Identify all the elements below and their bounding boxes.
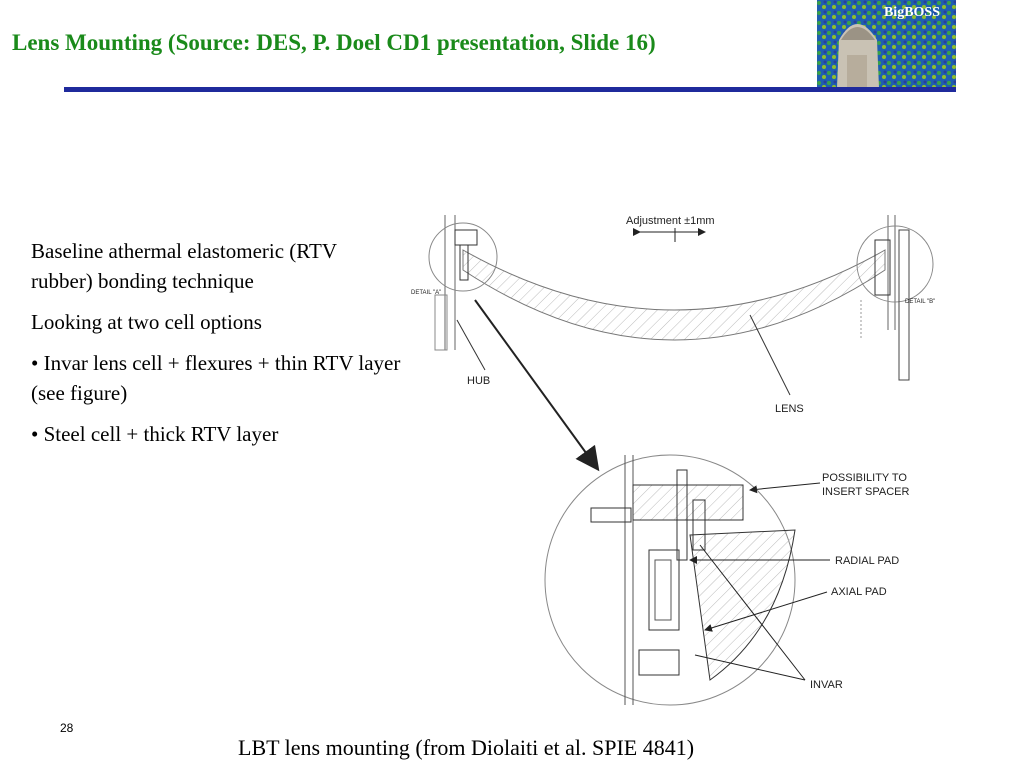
lens-mount-diagram: Adjustment ±1mm DETAIL "A" DETAIL "B" HU… — [405, 200, 965, 710]
detail-a-label: DETAIL "A" — [411, 290, 441, 296]
slide-title: Lens Mounting (Source: DES, P. Doel CD1 … — [12, 30, 656, 55]
invar-label: INVAR — [810, 679, 843, 691]
axial-pad-label: AXIAL PAD — [831, 586, 887, 598]
slide-number: 28 — [60, 721, 74, 735]
bullet-list: Baseline athermal elastomeric (RTV rubbe… — [31, 236, 401, 460]
bigboss-logo: BigBOSS — [817, 0, 956, 88]
spacer-label-line1: POSSIBILITY TO — [822, 472, 907, 484]
adjustment-label: Adjustment ±1mm — [626, 215, 715, 227]
bullet-item: Looking at two cell options — [31, 310, 262, 334]
bullet-item: • Steel cell + thick RTV layer — [31, 422, 279, 446]
figure-caption: LBT lens mounting (from Diolaiti et al. … — [238, 735, 695, 760]
logo-label: BigBOSS — [883, 5, 940, 20]
detail-b-label: DETAIL "B" — [905, 299, 935, 305]
hub-label: HUB — [467, 375, 490, 387]
spacer-label-line2: INSERT SPACER — [822, 486, 909, 498]
bullet-item: Baseline athermal elastomeric (RTV rubbe… — [31, 239, 337, 293]
lens-label: LENS — [775, 403, 804, 415]
radial-pad-label: RADIAL PAD — [835, 555, 899, 567]
bullet-item: • Invar lens cell + flexures + thin RTV … — [31, 351, 401, 405]
title-divider — [64, 87, 956, 92]
